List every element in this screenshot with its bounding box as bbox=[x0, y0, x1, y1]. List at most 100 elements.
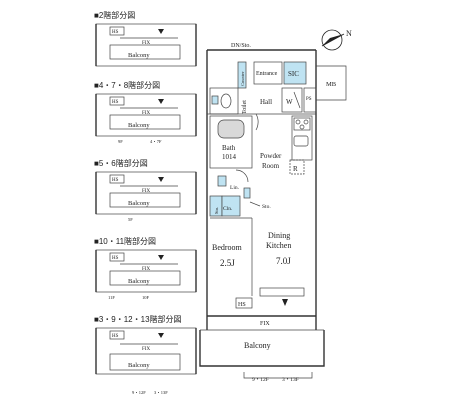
burner-icon bbox=[299, 124, 305, 130]
kitchen-counter bbox=[291, 115, 313, 161]
partial-title: ■5・6階部分図 bbox=[94, 158, 148, 168]
fridge-space bbox=[289, 159, 305, 175]
w-door bbox=[293, 91, 301, 109]
mb-label: MB bbox=[326, 81, 337, 88]
powder-name: Powder bbox=[260, 152, 282, 160]
partial-entry-arrow-icon bbox=[158, 29, 164, 34]
entrance-area bbox=[253, 61, 283, 85]
w-label: W bbox=[286, 98, 293, 106]
bedroom-size: 2.5J bbox=[220, 258, 235, 268]
partial-3-9-12-13f: ■3・9・12・13階部分図 HS FIX Balcony 9・12F 3・13… bbox=[94, 314, 197, 395]
partial-hs-box bbox=[109, 252, 125, 262]
partial-title: ■10・11階部分図 bbox=[94, 236, 156, 246]
kitchen-sink-icon bbox=[293, 135, 309, 147]
dk-name-1: Dining bbox=[268, 231, 290, 240]
lin-label: Lin. bbox=[230, 185, 240, 191]
bath-size: 1014 bbox=[222, 153, 237, 161]
balcony-label: Balcony bbox=[244, 341, 271, 350]
burner-icon bbox=[295, 119, 301, 125]
fridge-label: R bbox=[293, 165, 298, 173]
entry-arrow-icon bbox=[282, 299, 288, 306]
partial-fix-label: FIX bbox=[142, 189, 150, 194]
ps-shaft bbox=[303, 87, 317, 113]
partial-note-right: 10F bbox=[142, 295, 150, 300]
sic-label: SIC bbox=[288, 70, 299, 78]
stove-icon bbox=[293, 117, 311, 131]
partial-hs-label: HS bbox=[112, 256, 119, 261]
sic-closet bbox=[283, 61, 307, 85]
partial-entry-arrow-icon bbox=[158, 177, 164, 182]
counter-shelf bbox=[237, 61, 247, 89]
sto-leader bbox=[249, 201, 261, 207]
sto-side-box bbox=[243, 187, 251, 199]
partial-fix-label: FIX bbox=[142, 111, 150, 116]
partial-hs-label: HS bbox=[112, 30, 119, 35]
bath-room bbox=[209, 115, 253, 169]
hall-door-swing bbox=[255, 113, 259, 131]
north-arrow-icon bbox=[321, 29, 345, 51]
partial-balcony-label: Balcony bbox=[128, 362, 150, 369]
powder-room: Room bbox=[262, 162, 280, 170]
partial-balcony-box bbox=[109, 114, 181, 130]
hall-label: Hall bbox=[260, 98, 272, 106]
partial-balcony-label: Balcony bbox=[128, 52, 150, 59]
floor-note-left: 9・12F bbox=[252, 377, 269, 383]
cln-closet bbox=[221, 195, 241, 217]
toilet-sink bbox=[211, 95, 219, 105]
partial-4-7-8f: ■4・7・8階部分図 HS FIX Balcony 9F 4・7F bbox=[94, 80, 197, 144]
compass-label: N bbox=[346, 29, 352, 38]
partial-hs-label: HS bbox=[112, 178, 119, 183]
partial-balcony-label: Balcony bbox=[128, 278, 150, 285]
partial-hs-box bbox=[109, 330, 125, 340]
partial-hs-box bbox=[109, 174, 125, 184]
partial-note-left: 5F bbox=[128, 217, 133, 222]
partial-hs-label: HS bbox=[112, 334, 119, 339]
partial-title: ■2階部分図 bbox=[94, 10, 135, 20]
partial-entry-arrow-icon bbox=[158, 255, 164, 260]
sto-small-label: Sto. bbox=[214, 207, 219, 214]
partial-note-left: 11F bbox=[108, 295, 115, 300]
partial-10-11f: ■10・11階部分図 HS FIX Balcony 11F 10F bbox=[94, 236, 197, 300]
partial-entry-arrow-icon bbox=[158, 333, 164, 338]
bedroom-name: Bedroom bbox=[212, 243, 243, 252]
toilet-label: Toilet bbox=[242, 100, 248, 114]
floor-note-right: 3・13F bbox=[282, 377, 299, 383]
floor-note-bracket bbox=[243, 372, 313, 379]
lin-shelf bbox=[217, 175, 227, 187]
dk-size: 7.0J bbox=[276, 256, 291, 266]
toilet-room bbox=[209, 87, 239, 115]
partial-note-right: 4・7F bbox=[150, 139, 162, 144]
partial-balcony-box bbox=[109, 270, 181, 286]
partial-fix-label: FIX bbox=[142, 41, 150, 46]
burner-icon bbox=[303, 119, 309, 125]
partial-title: ■3・9・12・13階部分図 bbox=[94, 314, 182, 324]
partial-fix-label: FIX bbox=[142, 267, 150, 272]
mb-box bbox=[316, 65, 347, 101]
bathtub-icon bbox=[217, 119, 245, 139]
partial-note-left: 9・12F bbox=[132, 390, 146, 395]
partial-balcony-box bbox=[109, 353, 181, 371]
partial-2f: ■2階部分図 HS FIX Balcony bbox=[94, 10, 197, 67]
counter-label: Counter bbox=[240, 71, 245, 86]
toilet-fixture-icon bbox=[220, 93, 232, 109]
partial-fix-label: FIX bbox=[142, 347, 150, 352]
ps-label: PS bbox=[306, 97, 312, 102]
balcony-rail bbox=[199, 330, 325, 367]
partial-entry-arrow-icon bbox=[158, 99, 164, 104]
partial-balcony-box bbox=[109, 192, 181, 208]
entrance-label: Entrance bbox=[256, 71, 278, 77]
bath-name: Bath bbox=[222, 144, 236, 152]
partial-hs-box bbox=[109, 96, 125, 106]
fix-label: FIX bbox=[260, 321, 270, 327]
dk-name-2: Kitchen bbox=[266, 241, 291, 250]
partial-note-right: 3・13F bbox=[154, 390, 168, 395]
sliding-door bbox=[259, 287, 305, 297]
partial-balcony-box bbox=[109, 44, 181, 60]
sto-side-label: Sto. bbox=[262, 204, 271, 210]
dn-sto-label: DN/Sto. bbox=[231, 43, 251, 49]
partial-balcony-label: Balcony bbox=[128, 122, 150, 129]
hs-label: HS bbox=[238, 302, 246, 308]
partial-balcony-label: Balcony bbox=[128, 200, 150, 207]
